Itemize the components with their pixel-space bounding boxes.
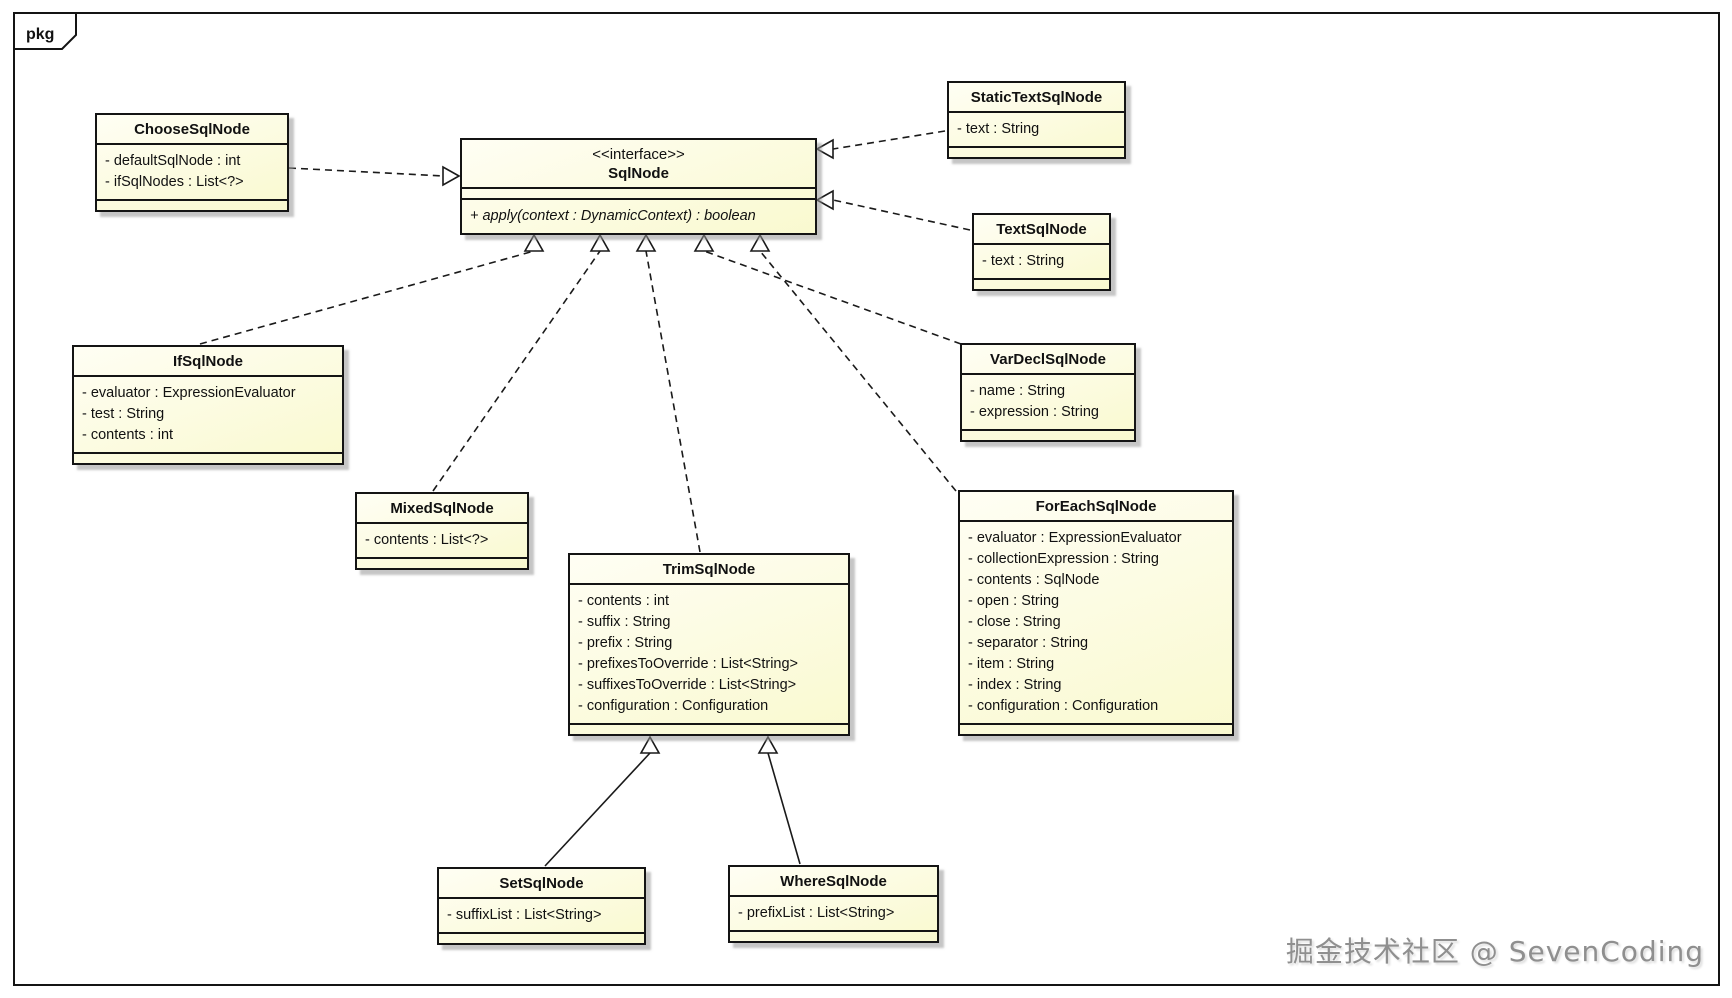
class-mixed-sql-node: MixedSqlNode - contents : List<?>: [355, 492, 529, 570]
class-var-decl-sql-node: VarDeclSqlNode - name : String - expressio…: [960, 343, 1136, 442]
attribute-line: - evaluator : ExpressionEvaluator: [82, 385, 296, 401]
attribute-line: - text : String: [957, 121, 1040, 137]
package-tab-label: pkg: [26, 26, 54, 43]
class-title: ChooseSqlNode: [97, 115, 287, 143]
empty-compartment: [462, 187, 815, 198]
empty-compartment: [730, 930, 937, 941]
class-name: IfSqlNode: [173, 353, 243, 370]
empty-compartment: [439, 932, 644, 943]
class-title: <<interface>> SqlNode: [462, 140, 815, 187]
attribute-line: - collectionExpression : String: [968, 551, 1159, 567]
attribute-line: - separator : String: [968, 635, 1089, 651]
method-line: + apply(context : DynamicContext) : bool…: [470, 208, 756, 224]
empty-compartment: [570, 723, 848, 734]
attribute-line: - expression : String: [970, 404, 1099, 420]
package-tab: pkg: [13, 12, 77, 50]
class-name: VarDeclSqlNode: [990, 351, 1106, 368]
class-if-sql-node: IfSqlNode - evaluator : ExpressionEvaluat…: [72, 345, 344, 465]
class-set-sql-node: SetSqlNode - suffixList : List<String>: [437, 867, 646, 945]
class-for-each-sql-node: ForEachSqlNode - evaluator : ExpressionEv…: [958, 490, 1234, 736]
attribute-line: - close : String: [968, 614, 1061, 630]
empty-compartment: [974, 278, 1109, 289]
class-name: TrimSqlNode: [662, 561, 756, 578]
attribute-line: - configuration : Configuration: [968, 698, 1159, 714]
class-title: MixedSqlNode: [357, 494, 527, 522]
class-title: ForEachSqlNode: [960, 492, 1232, 520]
class-name: MixedSqlNode: [390, 500, 494, 517]
attribute-line: - text : String: [982, 253, 1065, 269]
attribute-line: - contents : int: [82, 427, 174, 443]
attribute-line: - prefixesToOverride : List<String>: [578, 656, 799, 672]
attribute-line: - contents : SqlNode: [968, 572, 1100, 588]
attribute-line: - suffixList : List<String>: [447, 907, 602, 923]
empty-compartment: [960, 723, 1232, 734]
attribute-line: - configuration : Configuration: [578, 698, 769, 714]
class-name: SqlNode: [608, 165, 669, 182]
attribute-line: - index : String: [968, 677, 1062, 693]
class-title: IfSqlNode: [74, 347, 342, 375]
attribute-line: - suffixesToOverride : List<String>: [578, 677, 797, 693]
attributes-compartment: - evaluator : ExpressionEvaluator - test …: [74, 375, 342, 452]
class-name: WhereSqlNode: [780, 873, 887, 890]
attribute-line: - defaultSqlNode : int: [105, 153, 241, 169]
class-text-sql-node: TextSqlNode - text : String: [972, 213, 1111, 291]
class-name: StaticTextSqlNode: [970, 89, 1103, 106]
empty-compartment: [949, 146, 1124, 157]
attribute-line: - open : String: [968, 593, 1060, 609]
class-static-text-sql-node: StaticTextSqlNode - text : String: [947, 81, 1126, 159]
attributes-compartment: - defaultSqlNode : int - ifSqlNodes : Lis…: [97, 143, 287, 199]
class-trim-sql-node: TrimSqlNode - contents : int - suffix : St…: [568, 553, 850, 736]
class-name: SetSqlNode: [499, 875, 584, 892]
attributes-compartment: - text : String: [949, 111, 1124, 146]
empty-compartment: [74, 452, 342, 463]
methods-compartment: + apply(context : DynamicContext) : bool…: [462, 198, 815, 233]
attribute-line: - prefixList : List<String>: [738, 905, 895, 921]
class-stereotype: <<interface>>: [592, 146, 685, 163]
class-name: ChooseSqlNode: [134, 121, 250, 138]
class-title: TextSqlNode: [974, 215, 1109, 243]
class-name: TextSqlNode: [996, 221, 1087, 238]
empty-compartment: [357, 557, 527, 568]
diagram-frame: [13, 12, 1720, 986]
attributes-compartment: - contents : int - suffix : String - prefi…: [570, 583, 848, 723]
attribute-line: - prefix : String: [578, 635, 673, 651]
attribute-line: - test : String: [82, 406, 165, 422]
attributes-compartment: - contents : List<?>: [357, 522, 527, 557]
class-where-sql-node: WhereSqlNode - prefixList : List<String>: [728, 865, 939, 943]
attribute-line: - ifSqlNodes : List<?>: [105, 174, 244, 190]
class-title: StaticTextSqlNode: [949, 83, 1124, 111]
class-title: VarDeclSqlNode: [962, 345, 1134, 373]
attribute-line: - contents : int: [578, 593, 670, 609]
class-title: WhereSqlNode: [730, 867, 937, 895]
class-title: SetSqlNode: [439, 869, 644, 897]
attributes-compartment: - text : String: [974, 243, 1109, 278]
class-name: ForEachSqlNode: [1035, 498, 1157, 515]
attribute-line: - item : String: [968, 656, 1055, 672]
attribute-line: - suffix : String: [578, 614, 671, 630]
attributes-compartment: - suffixList : List<String>: [439, 897, 644, 932]
empty-compartment: [962, 429, 1134, 440]
attributes-compartment: - name : String - expression : String: [962, 373, 1134, 429]
watermark: 掘金技术社区 @ SevenCoding: [1285, 935, 1704, 968]
class-choose-sql-node: ChooseSqlNode - defaultSqlNode : int - ifS…: [95, 113, 289, 212]
empty-compartment: [97, 199, 287, 210]
attribute-line: - evaluator : ExpressionEvaluator: [968, 530, 1182, 546]
class-sql-node: <<interface>> SqlNode + apply(context : Dy…: [460, 138, 817, 235]
attribute-line: - name : String: [970, 383, 1066, 399]
attributes-compartment: - prefixList : List<String>: [730, 895, 937, 930]
class-title: TrimSqlNode: [570, 555, 848, 583]
attributes-compartment: - evaluator : ExpressionEvaluator - colle…: [960, 520, 1232, 723]
attribute-line: - contents : List<?>: [365, 532, 489, 548]
